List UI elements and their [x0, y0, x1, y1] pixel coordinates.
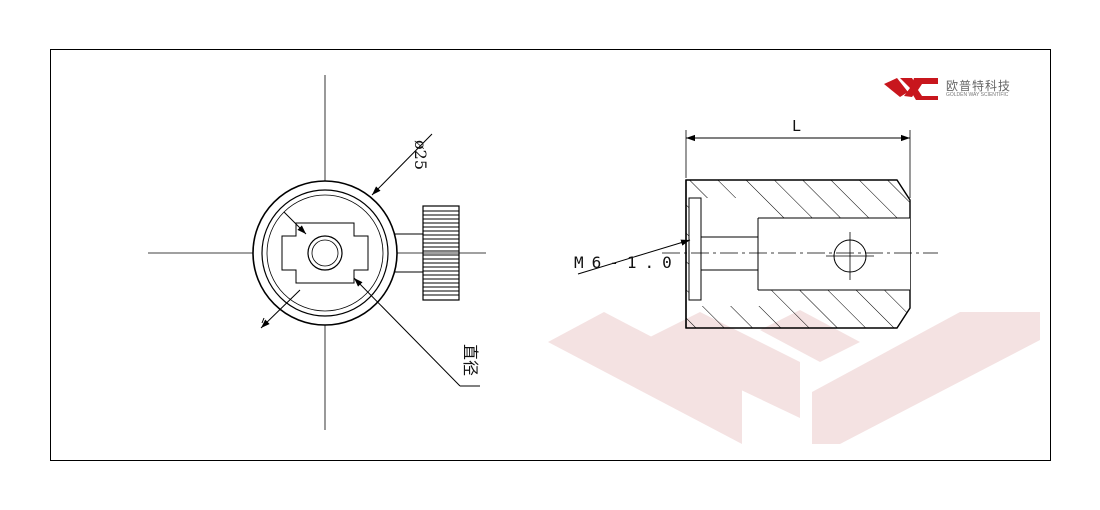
diameter-label: ø25 [411, 140, 430, 170]
length-label: L [792, 117, 802, 135]
note-leader [353, 277, 461, 387]
diameter-leader [371, 133, 433, 196]
center-hole-outer [307, 235, 343, 271]
brand-name-cn: 欧普特科技 [946, 79, 1012, 93]
diameter-dim-line [261, 317, 265, 324]
inner-circle-2 [266, 194, 384, 312]
section-view [577, 130, 938, 329]
thread-leader [577, 239, 691, 275]
diameter-note-label: 直径 [461, 344, 480, 377]
watermark-logo [548, 310, 1040, 444]
inner-circle [261, 189, 389, 317]
thumbscrew-knurl [422, 205, 460, 301]
thread-label: M6-1.0 [574, 253, 680, 272]
front-view [148, 75, 486, 430]
center-hole-inner [311, 239, 339, 267]
brand-logo-icon [884, 78, 938, 100]
brand: 欧普特科技 GOLDEN WAY SCIENTIFIC [918, 77, 1028, 101]
brand-name-en: GOLDEN WAY SCIENTIFIC [946, 92, 1009, 98]
outer-circle [252, 180, 398, 326]
